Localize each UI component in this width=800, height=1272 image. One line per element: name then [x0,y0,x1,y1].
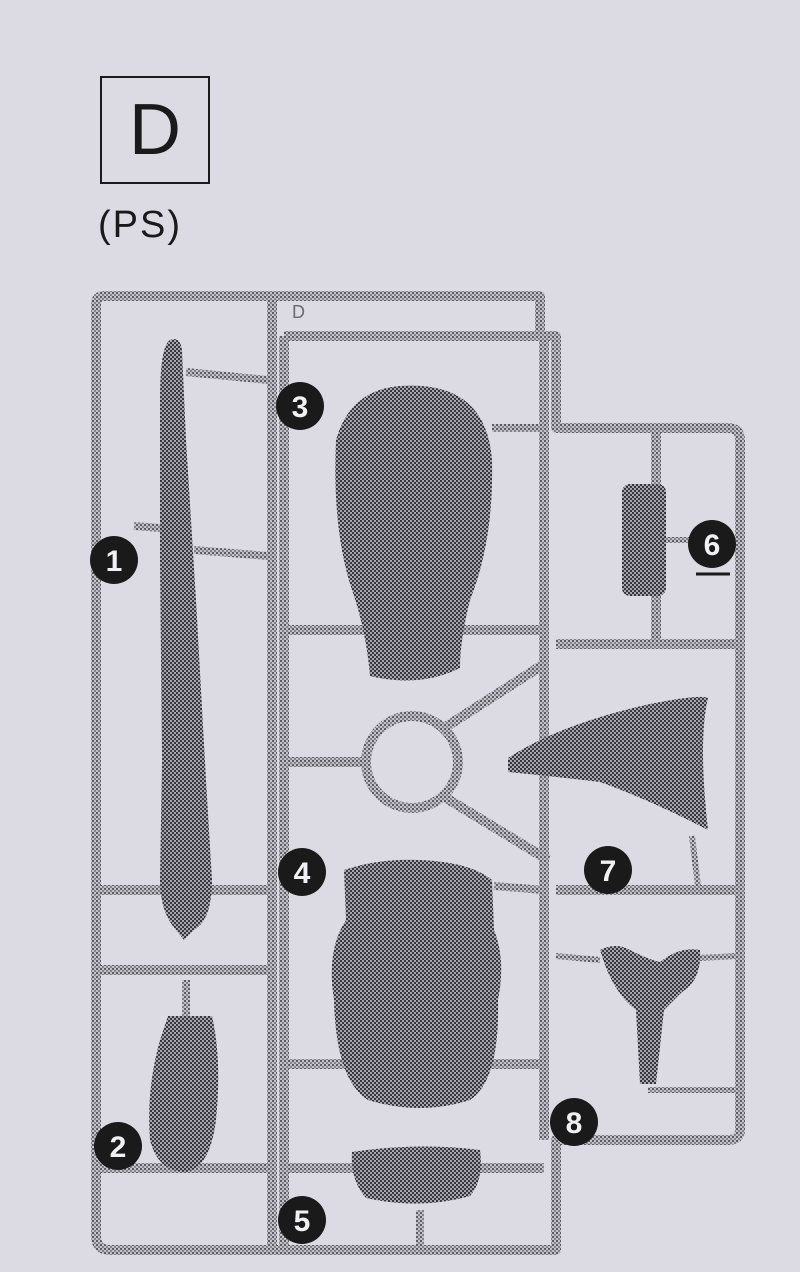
callout-5: 5 [278,1196,326,1244]
numbered-callout-circle [276,382,324,430]
numbered-callout-circle [94,1122,142,1170]
part-5-bottom-cap [351,1146,481,1250]
sheet-letter: D [129,90,181,170]
callout-6-number: 6 [704,529,721,562]
callout-1: 1 [90,536,138,584]
part-3-upper-body-shell [335,385,544,681]
numbered-callout-circle [688,520,736,568]
part-2-small-pod [149,980,219,1172]
callout-1-number: 1 [106,545,123,578]
part-7-fin-blade [508,696,708,887]
callout-4-number: 4 [294,857,311,890]
callout-2-number: 2 [110,1131,127,1164]
part-8-bracket [555,946,737,1093]
callout-7-number: 7 [600,855,617,888]
callout-7: 7 [584,846,632,894]
callout-5-number: 5 [294,1205,311,1238]
gate-mark: D [292,302,305,322]
numbered-callout-circle [550,1098,598,1146]
material-label: (PS) [98,204,182,246]
callout-3: 3 [276,382,324,430]
callout-6: 6 [688,520,736,576]
numbered-callout-circle [278,1196,326,1244]
callout-8: 8 [550,1098,598,1146]
callout-8-number: 8 [566,1107,583,1140]
callout-4: 4 [278,848,326,896]
numbered-callout-circle [584,846,632,894]
numbered-callout-circle [90,536,138,584]
sheet-letter-box: D [100,76,210,184]
part-4-lower-body-shell [331,859,545,1108]
part-6-side-block [622,484,690,596]
callout-2: 2 [94,1122,142,1170]
part-1-long-strut [133,339,269,941]
numbered-callout-circle [278,848,326,896]
callout-3-number: 3 [292,391,309,424]
